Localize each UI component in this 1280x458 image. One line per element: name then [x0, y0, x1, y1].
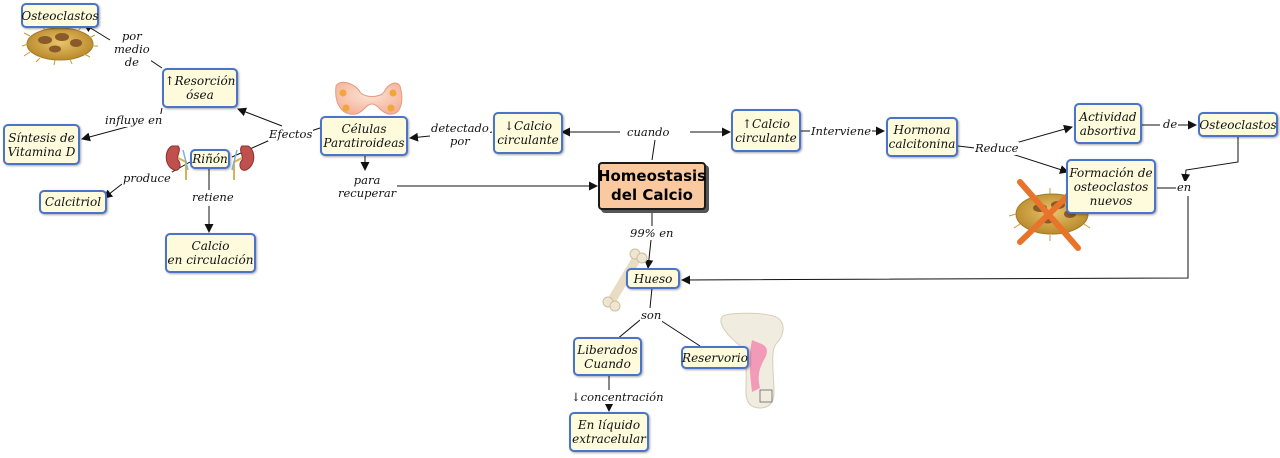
link-line — [615, 319, 641, 341]
link-label-concentracion: ↓concentración — [570, 390, 665, 404]
link-arrow — [237, 107, 283, 127]
link-label-produce: produce — [122, 171, 172, 185]
concept-formacion-osteoclastos[interactable]: Formación de osteoclastos nuevos — [1066, 159, 1156, 214]
link-label-por-medio-de: por medio de — [113, 29, 151, 69]
link-line — [149, 59, 163, 69]
link-arrow — [644, 239, 654, 269]
link-label-en: en — [1176, 180, 1193, 194]
concept-reservorio[interactable]: Reservorio — [681, 346, 749, 369]
link-label-son: son — [640, 308, 663, 322]
link-label-influye-en: influye en — [104, 113, 164, 127]
concept-calcio-circulante-bajo[interactable]: ↓Calcio circulante — [493, 112, 563, 154]
concept-resorcion-osea[interactable]: ↑Resorción ósea — [162, 68, 238, 108]
concept-homeostasis-calcio[interactable]: Homeostasis del Calcio — [598, 162, 706, 210]
link-label-reduce: Reduce — [974, 141, 1020, 155]
link-arrow — [1011, 124, 1073, 145]
bone-icon — [602, 248, 648, 312]
concept-rinon[interactable]: Riñón — [190, 149, 230, 169]
link-label-interviene: Interviene — [810, 124, 873, 138]
link-arrow — [1181, 137, 1239, 183]
link-label-cuando: cuando — [626, 125, 671, 139]
concept-liquido-extracelular[interactable]: En líquido extracelular — [569, 412, 649, 452]
link-arrow — [409, 132, 431, 142]
concept-hormona-calcitonina[interactable]: Hormona calcitonina — [886, 117, 958, 157]
concept-osteoclastos-top[interactable]: Osteoclastos — [21, 3, 99, 28]
concept-hueso[interactable]: Hueso — [626, 268, 680, 289]
kidney-icon — [165, 145, 255, 180]
link-label-99-en: 99% en — [629, 226, 675, 240]
link-label-retiene: retiene — [191, 190, 235, 204]
concept-calcitriol[interactable]: Calcitriol — [39, 190, 107, 214]
link-label-para-recuperar: para recuperar — [337, 173, 398, 200]
link-label-detectado-por: detectado por — [430, 121, 490, 148]
link-line — [649, 287, 653, 309]
concept-celulas-paratiroideas[interactable]: Células Paratiroideas — [320, 116, 408, 156]
link-arrow — [1011, 153, 1069, 174]
link-label-efectos: Efectos — [268, 127, 314, 141]
link-line — [659, 319, 701, 347]
parathyroid-gland-icon — [335, 81, 403, 115]
bone-section-icon — [720, 312, 784, 409]
link-label-de: de — [1162, 117, 1179, 131]
concept-actividad-absortiva[interactable]: Actividad absortiva — [1074, 103, 1142, 144]
link-line — [957, 145, 976, 149]
concept-calcio-circulacion[interactable]: Calcio en circulación — [165, 233, 256, 273]
osteoclast-cell-icon — [21, 23, 98, 66]
link-arrow — [103, 183, 123, 199]
concept-sintesis-vitamina-d[interactable]: Síntesis de Vitamina D — [3, 124, 80, 165]
link-line — [651, 139, 656, 161]
concept-osteoclastos-right[interactable]: Osteoclastos — [1198, 112, 1278, 137]
concept-liberados-cuando[interactable]: Liberados Cuando — [573, 337, 642, 376]
link-arrow — [681, 196, 1189, 285]
concept-calcio-circulante-alto[interactable]: ↑Calcio circulante — [731, 109, 801, 152]
